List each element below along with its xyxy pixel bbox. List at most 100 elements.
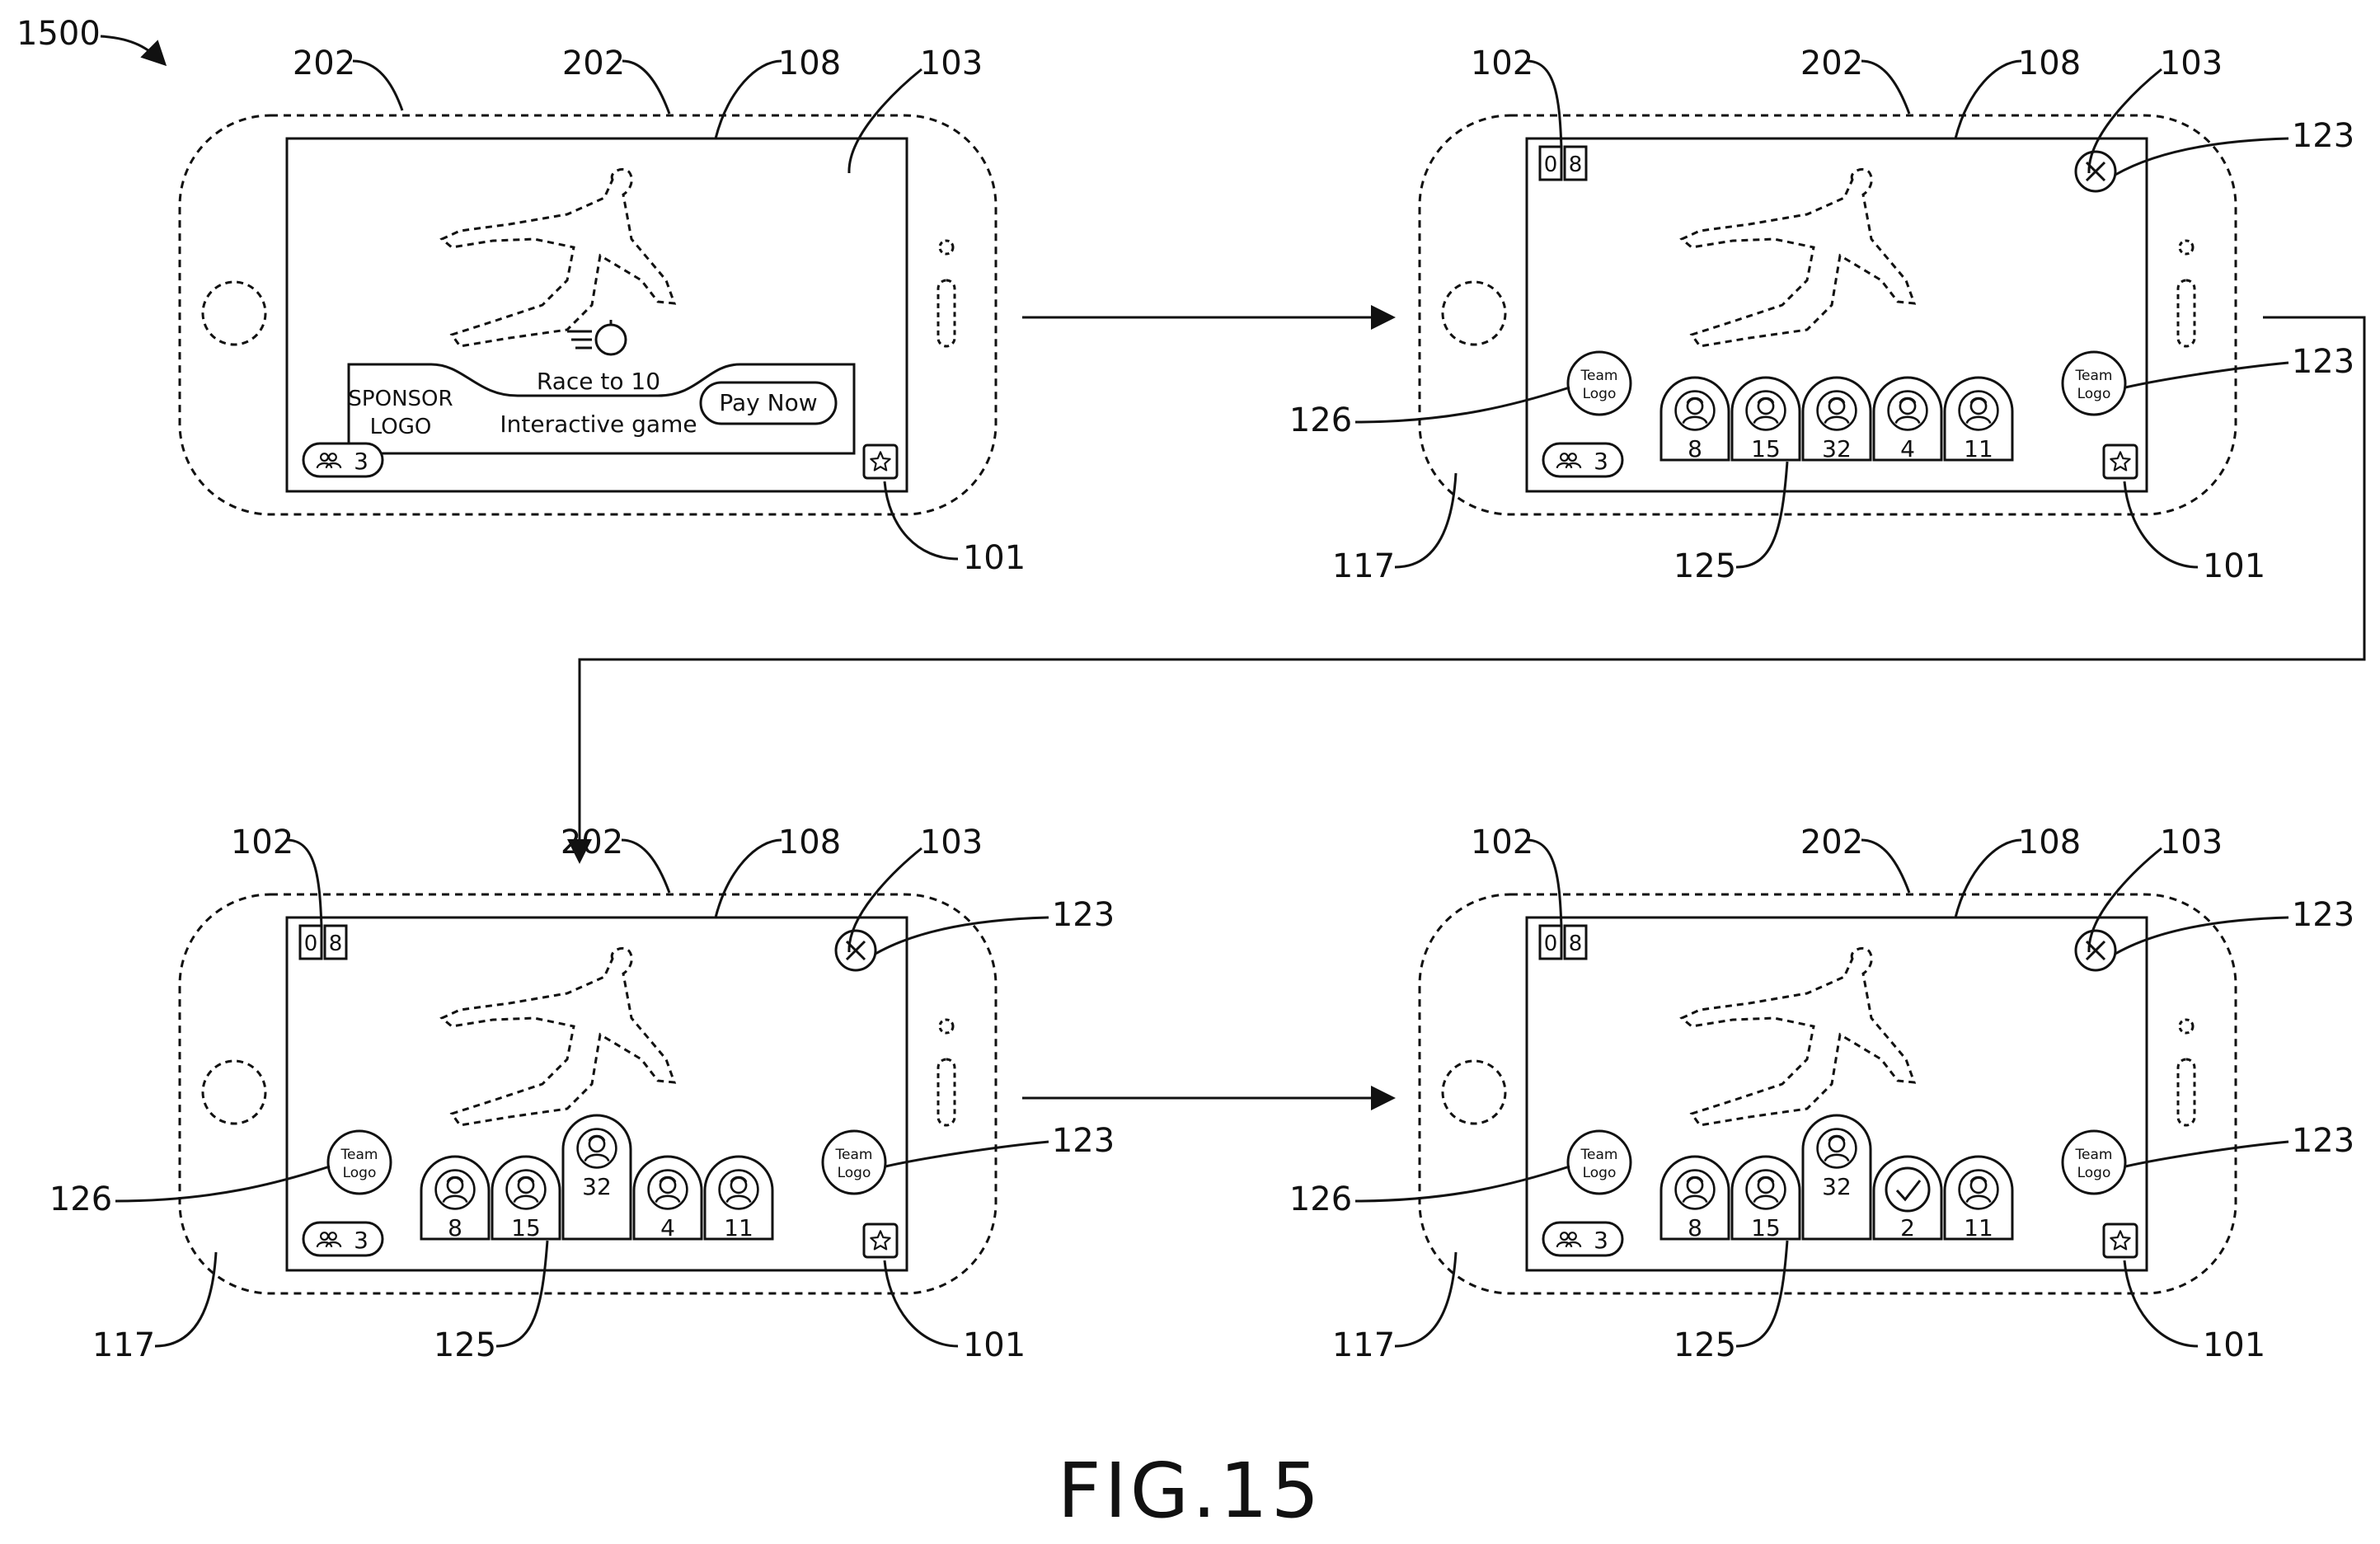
viewers-count: 3 [354, 1227, 369, 1254]
favorite-button [864, 445, 897, 478]
speaker-slot [938, 280, 955, 346]
team-logo-label-2: Logo [838, 1165, 871, 1181]
figure-title: FIG.15 [0, 1447, 2380, 1535]
player-number: 32 [1822, 435, 1852, 462]
callout-leader [2125, 1142, 2288, 1166]
callout-101: 101 [963, 539, 1026, 577]
team-logo-label-2: Logo [1583, 1165, 1617, 1181]
callout-202b: 202 [562, 45, 625, 82]
callout-leader [353, 61, 402, 110]
banner-subtitle: Interactive game [500, 411, 697, 438]
player-number: 15 [511, 1214, 541, 1241]
callout-101: 101 [2203, 547, 2265, 585]
home-button [203, 282, 265, 345]
callout-103: 103 [920, 45, 983, 82]
player-number: 11 [1964, 435, 1993, 462]
player-number: 11 [724, 1214, 753, 1241]
callout-leader [1395, 1252, 1456, 1346]
player-number: 8 [1688, 1214, 1702, 1241]
callout-101: 101 [963, 1326, 1026, 1364]
banner-title: Race to 10 [537, 368, 660, 395]
callout-leader [716, 840, 782, 917]
figure-ref-label: 1500 [16, 15, 101, 53]
favorite-button [864, 1224, 897, 1257]
camera-dot [940, 1020, 953, 1033]
callout-leader [155, 1252, 216, 1346]
callout-123a: 123 [1052, 896, 1115, 934]
player-number: 2 [1900, 1214, 1915, 1241]
score-digit: 0 [1544, 932, 1558, 956]
callout-leader [2125, 363, 2288, 387]
callout-117: 117 [92, 1326, 155, 1364]
callout-117: 117 [1332, 1326, 1395, 1364]
score-digit: 0 [1544, 153, 1558, 177]
callout-leader [885, 1142, 1049, 1166]
callout-202: 202 [1800, 45, 1863, 82]
callout-leader [1861, 61, 1909, 114]
callout-leader [622, 840, 669, 893]
camera-dot [940, 241, 953, 254]
player-number: 32 [1822, 1173, 1852, 1200]
callout-leader [1955, 61, 2021, 138]
viewers-count: 3 [1594, 448, 1608, 475]
phone-panel-2: 08TeamLogoTeamLogo3815324111022021081031… [1289, 45, 2354, 585]
score-digit: 0 [304, 932, 318, 956]
callout-102: 102 [1471, 824, 1533, 861]
team-logo-label-1: Team [1580, 368, 1618, 384]
callout-123b: 123 [1052, 1122, 1115, 1160]
player-number: 8 [448, 1214, 462, 1241]
phone-panel-1: SPONSORLOGORace to 10Interactive gamePay… [180, 45, 1026, 577]
team-logo-label-1: Team [1580, 1147, 1618, 1163]
speaker-slot [2178, 1059, 2195, 1125]
callout-123a: 123 [2292, 896, 2354, 934]
viewers-pill [1543, 443, 1622, 476]
callout-108: 108 [2018, 824, 2081, 861]
callout-leader [1955, 840, 2021, 917]
player-number: 8 [1688, 435, 1702, 462]
team-logo-label-2: Logo [2077, 1165, 2111, 1181]
viewers-count: 3 [354, 448, 369, 475]
callout-108: 108 [778, 45, 841, 82]
callout-123a: 123 [2292, 117, 2354, 155]
callout-leader [1861, 840, 1909, 893]
team-logo-label-2: Logo [2077, 386, 2111, 402]
figure-ref-arrow [101, 36, 165, 64]
callout-117: 117 [1332, 547, 1395, 585]
callout-leader [885, 481, 958, 559]
phone-panel-3: 08TeamLogoTeamLogo3815324111022021081031… [49, 824, 1115, 1364]
callout-202a: 202 [293, 45, 355, 82]
viewers-pill [303, 443, 383, 476]
callout-leader [2124, 481, 2198, 567]
callout-126: 126 [1289, 401, 1352, 439]
callout-leader [1395, 473, 1456, 567]
callout-125: 125 [434, 1326, 496, 1364]
speaker-slot [938, 1059, 955, 1125]
team-logo-label-1: Team [2075, 1147, 2113, 1163]
callout-126: 126 [1289, 1180, 1352, 1218]
player-number: 32 [582, 1173, 612, 1200]
callout-125: 125 [1674, 547, 1736, 585]
speaker-slot [2178, 280, 2195, 346]
callout-102: 102 [231, 824, 293, 861]
player-number: 11 [1964, 1214, 1993, 1241]
score-digit: 8 [1569, 153, 1583, 177]
callout-202: 202 [1800, 824, 1863, 861]
favorite-button [2104, 1224, 2137, 1257]
callout-125: 125 [1674, 1326, 1736, 1364]
home-button [1443, 1061, 1505, 1124]
pay-now-label: Pay Now [719, 389, 817, 416]
callout-123b: 123 [2292, 343, 2354, 381]
callout-126: 126 [49, 1180, 112, 1218]
home-button [1443, 282, 1505, 345]
team-logo-label-2: Logo [1583, 386, 1617, 402]
callout-101: 101 [2203, 1326, 2265, 1364]
player-number: 4 [1900, 435, 1915, 462]
camera-dot [2180, 241, 2193, 254]
callout-108: 108 [2018, 45, 2081, 82]
callout-leader [716, 61, 782, 138]
banner-sponsor-line1: SPONSOR [348, 387, 453, 411]
score-digit: 8 [329, 932, 343, 956]
home-button [203, 1061, 265, 1124]
viewers-count: 3 [1594, 1227, 1608, 1254]
